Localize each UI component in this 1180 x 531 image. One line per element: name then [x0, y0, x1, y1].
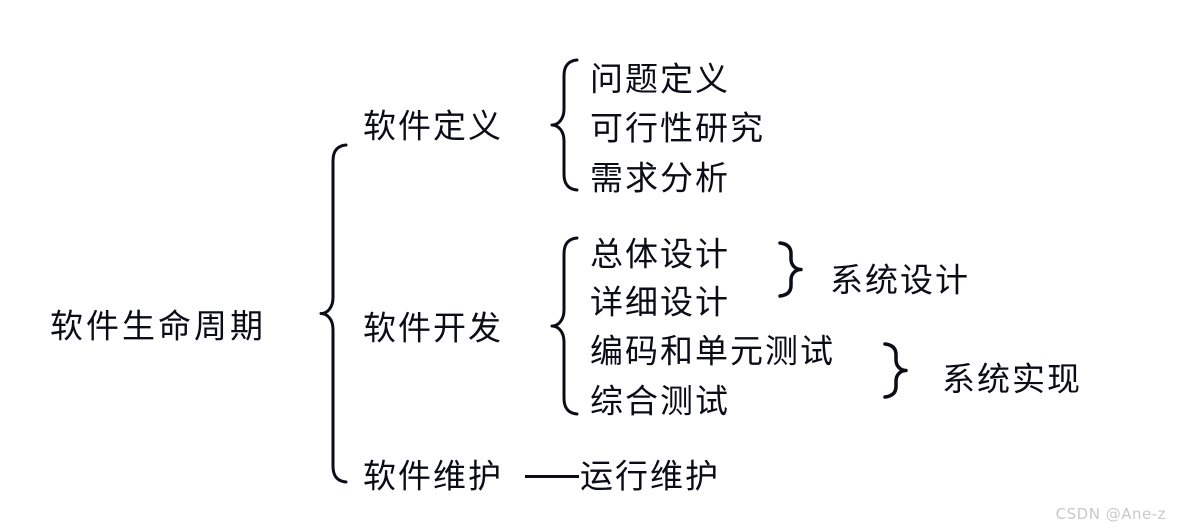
leaf-label-1-0: 总体设计 — [590, 234, 730, 274]
leaf-label-1-1: 详细设计 — [590, 282, 730, 322]
branch-label-0: 软件定义 — [363, 106, 503, 146]
leaf-label-1-2: 编码和单元测试 — [590, 331, 835, 371]
leaf-label-0-0: 问题定义 — [590, 59, 730, 99]
leaf-label-0-1: 可行性研究 — [590, 108, 765, 148]
leaf-label-2-0: 运行维护 — [580, 456, 720, 496]
root-brace — [319, 143, 348, 484]
branch-label-1: 软件开发 — [363, 308, 503, 348]
leaf-label-0-2: 需求分析 — [590, 158, 730, 198]
development-brace — [550, 236, 579, 416]
group-label-0: 系统设计 — [830, 260, 970, 300]
branch-label-2: 软件维护 — [363, 456, 503, 496]
root-label: 软件生命周期 — [50, 306, 266, 346]
csdn-watermark: CSDN @Ane-z — [1055, 505, 1166, 523]
leaf-label-1-3: 综合测试 — [590, 381, 730, 421]
definition-brace — [550, 58, 579, 192]
group-brace-1 — [883, 342, 908, 399]
group-label-1: 系统实现 — [942, 359, 1082, 399]
maintenance-connector-dash — [525, 475, 579, 478]
group-brace-0 — [778, 241, 803, 298]
